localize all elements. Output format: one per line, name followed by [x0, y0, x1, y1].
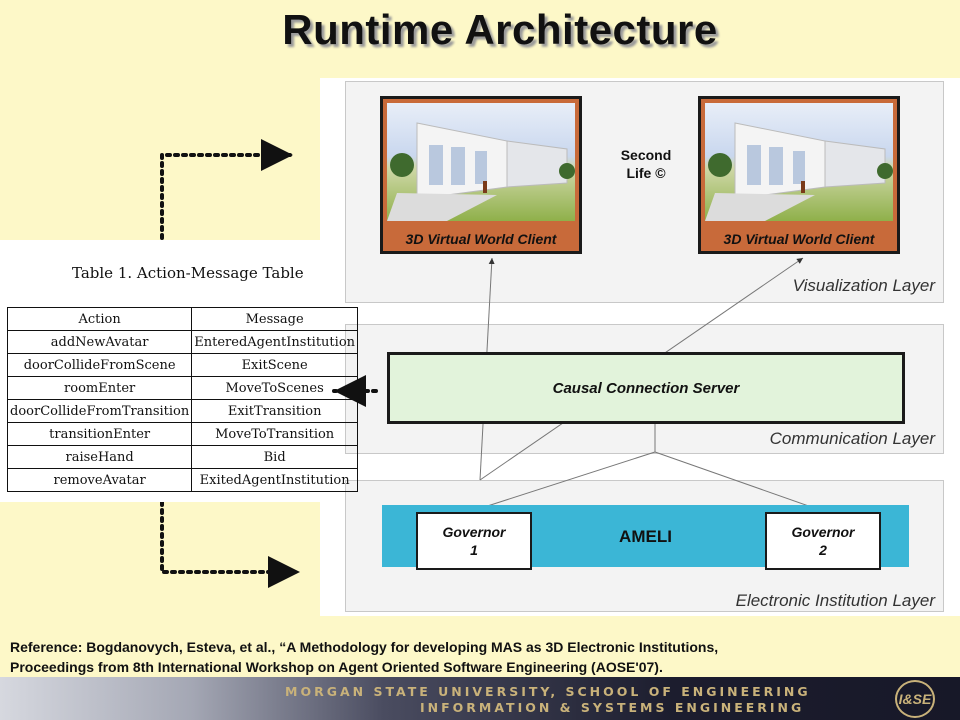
message-cell: MoveToTransition — [191, 422, 359, 446]
table-header-row: Action Message — [6, 307, 359, 331]
action-cell: raiseHand — [6, 445, 193, 469]
table-row: removeAvatar ExitedAgentInstitution — [6, 468, 359, 492]
department-logo-icon: I&SE — [895, 680, 935, 718]
table-row: roomEnter MoveToScenes — [6, 376, 359, 400]
action-cell: doorCollideFromTransition — [6, 399, 193, 423]
action-cell: addNewAvatar — [6, 330, 193, 354]
footer-banner — [0, 677, 960, 720]
communication-layer-label: Communication Layer — [769, 429, 935, 448]
footer-line-2: INFORMATION & SYSTEMS ENGINEERING — [420, 700, 805, 715]
column-header-action: Action — [6, 307, 193, 331]
footer-line-1: MORGAN STATE UNIVERSITY, SCHOOL OF ENGIN… — [285, 684, 811, 699]
column-header-message: Message — [191, 307, 359, 331]
table-caption: Table 1. Action-Message Table — [72, 264, 304, 282]
message-cell: MoveToScenes — [191, 376, 359, 400]
second-life-line2: Life © — [626, 165, 666, 181]
table-row: doorCollideFromScene ExitScene — [6, 353, 359, 377]
governor-1: Governor 1 — [416, 512, 532, 570]
vw-client-2-label: 3D Virtual World Client — [723, 231, 875, 247]
vw-client-1: 3D Virtual World Client — [380, 96, 582, 254]
visualization-layer-label: Visualization Layer — [792, 276, 935, 295]
reference-text: Reference: Bogdanovych, Esteva, et al., … — [10, 637, 950, 677]
action-cell: removeAvatar — [6, 468, 193, 492]
vw-client-2: 3D Virtual World Client — [698, 96, 900, 254]
message-cell: EnteredAgentInstitution — [191, 330, 359, 354]
governor-2-name: Governor — [791, 524, 855, 540]
dotted-arrow-top — [160, 139, 295, 240]
line-server-governor1 — [474, 451, 656, 512]
virtual-world-screenshot — [705, 103, 893, 221]
line-server-governor2 — [654, 451, 821, 511]
virtual-world-scene-icon — [387, 122, 575, 221]
dotted-arrow-bottom — [160, 500, 302, 588]
causal-connection-server: Causal Connection Server — [387, 352, 905, 424]
virtual-world-scene-icon — [705, 122, 893, 221]
slide-title: Runtime Architecture — [282, 6, 718, 53]
second-life-note: Second Life © — [600, 146, 692, 182]
table-row: raiseHand Bid — [6, 445, 359, 469]
action-message-table: Action Message addNewAvatar EnteredAgent… — [6, 307, 359, 492]
action-cell: doorCollideFromScene — [6, 353, 193, 377]
causal-connection-server-label: Causal Connection Server — [552, 379, 740, 397]
table-row: transitionEnter MoveToTransition — [6, 422, 359, 446]
vw-client-1-label: 3D Virtual World Client — [405, 231, 557, 247]
second-life-line1: Second — [620, 147, 672, 163]
governor-2-number: 2 — [819, 542, 827, 558]
message-cell: Bid — [191, 445, 359, 469]
governor-1-number: 1 — [470, 542, 478, 558]
virtual-world-screenshot — [387, 103, 575, 221]
governor-2: Governor 2 — [765, 512, 881, 570]
action-cell: transitionEnter — [6, 422, 193, 446]
reference-line-2: Proceedings from 8th International Works… — [10, 659, 663, 675]
ameli-label: AMELI — [619, 527, 672, 546]
message-cell: ExitedAgentInstitution — [191, 468, 359, 492]
governor-1-name: Governor — [442, 524, 506, 540]
message-cell: ExitTransition — [191, 399, 359, 423]
reference-line-1: Reference: Bogdanovych, Esteva, et al., … — [10, 639, 719, 655]
action-cell: roomEnter — [6, 376, 193, 400]
table-row: addNewAvatar EnteredAgentInstitution — [6, 330, 359, 354]
table-row: doorCollideFromTransition ExitTransition — [6, 399, 359, 423]
message-cell: ExitScene — [191, 353, 359, 377]
institution-layer-label: Electronic Institution Layer — [735, 591, 935, 610]
